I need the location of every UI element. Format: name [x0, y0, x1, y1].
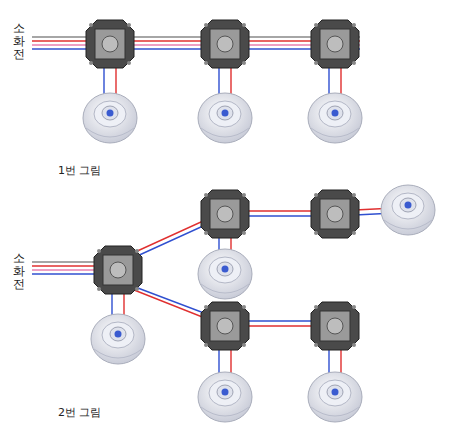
hydrant-label: 소화전 [13, 22, 25, 62]
figure-label: 2번 그림 [58, 405, 102, 420]
figure-label: 1번 그림 [58, 163, 102, 178]
hydrant-label: 소화전 [13, 252, 25, 292]
